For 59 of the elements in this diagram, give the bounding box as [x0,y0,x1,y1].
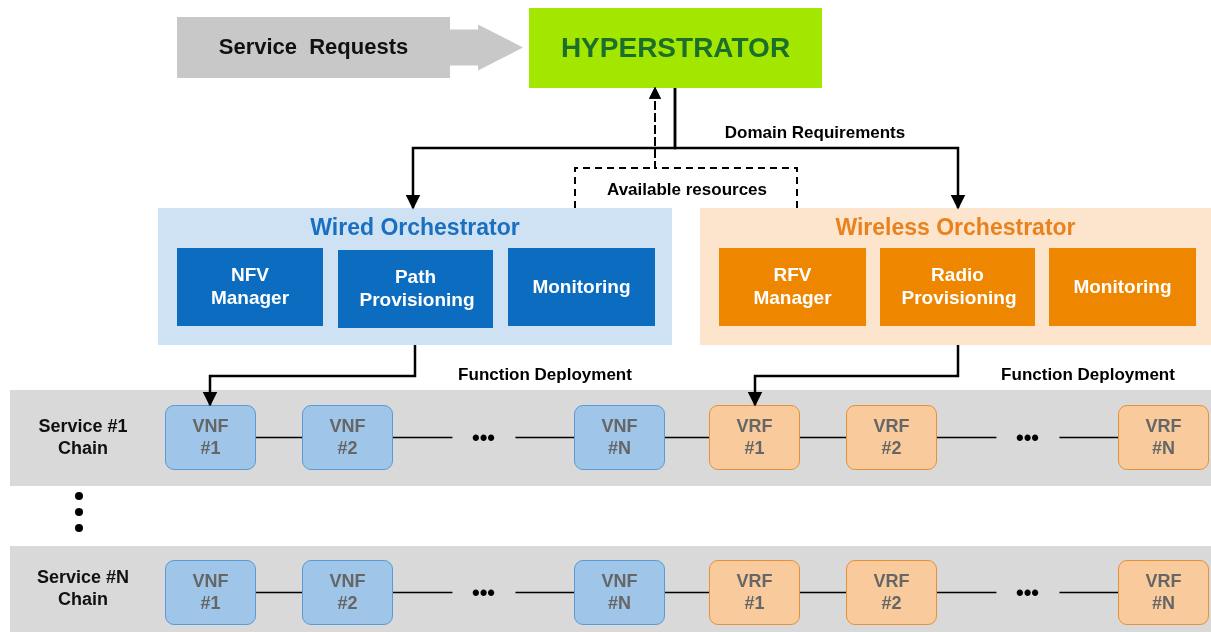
function-box [302,405,393,470]
function-box [1118,405,1209,470]
box-label: Monitoring [532,275,631,299]
box-label: VNF #2 [328,570,367,615]
box-label: RFV Manager [752,264,833,310]
box-label: VRF #N [1144,415,1183,460]
box-label: VNF #N [600,415,639,460]
box-label: VRF #N [1144,570,1183,615]
function-box [302,560,393,625]
service-chain-band [10,390,1211,486]
service-chain-band [10,546,1211,632]
box-label: VRF #2 [872,570,911,615]
module-box [508,248,655,326]
band-label: Service #1 Chain [37,416,129,460]
orchestrator-panel [158,208,672,345]
function-box [165,405,256,470]
box-label: VRF #1 [735,415,774,460]
band-label: Service #N Chain [35,567,131,611]
connector-line [799,436,847,439]
block-arrow [450,24,523,71]
function-box [574,405,665,470]
module-box [719,248,866,326]
connector-line [799,591,847,594]
module-box [338,250,493,328]
module-box [880,248,1035,326]
function-box [574,560,665,625]
arrow [649,86,798,209]
box-label: VRF #1 [735,570,774,615]
box-label: VNF #2 [328,415,367,460]
box-label: Service Requests [218,34,409,61]
orchestrator-panel [700,208,1211,345]
connector-line [255,436,303,439]
module-box [1049,248,1196,326]
box-label: NFV Manager [209,264,291,310]
arrow [673,88,966,210]
function-box [1118,560,1209,625]
arrow [747,345,960,407]
box-label: VRF #2 [872,415,911,460]
box-label: HYPERSTRATOR [560,31,791,65]
connector-line [664,436,710,439]
function-box [846,560,937,625]
function-box [846,405,937,470]
box-label: VNF #1 [191,570,230,615]
panel-title: Wireless Orchestrator [835,214,1076,242]
box-label: Monitoring [1073,275,1172,299]
request-box [177,17,450,78]
box-label: Radio Provisioning [901,264,1014,310]
function-box [709,560,800,625]
box-label: VNF #N [600,570,639,615]
box-label: VNF #1 [191,415,230,460]
function-box [165,560,256,625]
orchestrator-box [529,8,822,88]
connector-line [664,591,710,594]
connector-line [255,591,303,594]
module-box [177,248,323,326]
box-label: Path Provisioning [359,266,472,312]
panel-title: Wired Orchestrator [310,214,520,242]
arrow [202,345,417,407]
function-box [709,405,800,470]
